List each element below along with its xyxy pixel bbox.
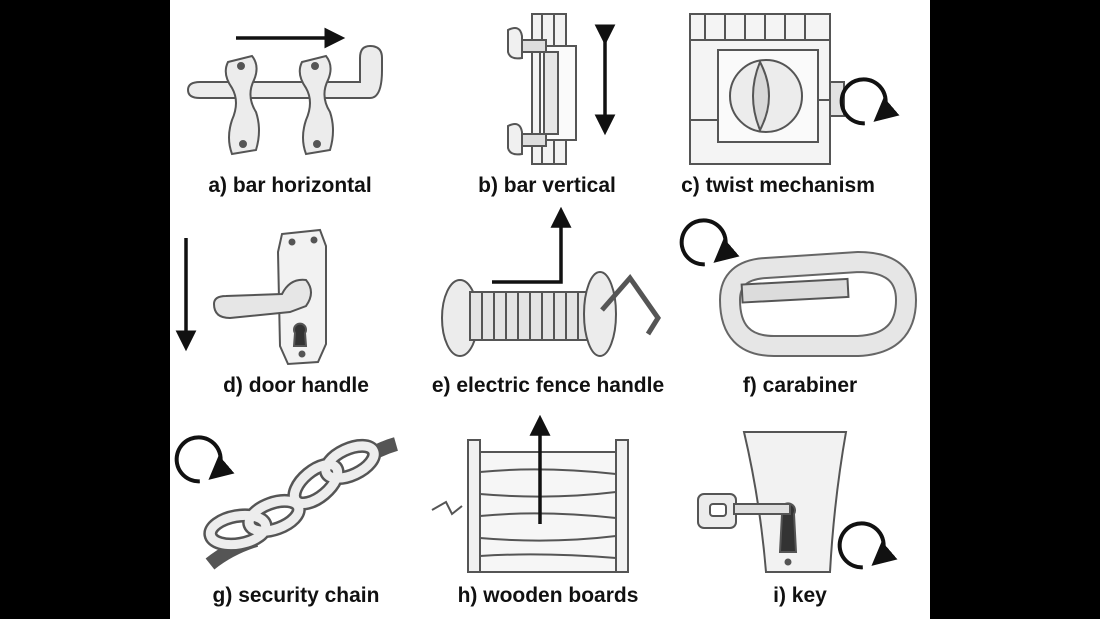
bar-vertical-latch-icon bbox=[507, 13, 577, 165]
illustration-panel: a) bar horizontal b) bar vertical c) twi… bbox=[170, 0, 930, 619]
caption-electric-fence-handle: e) electric fence handle bbox=[431, 374, 665, 397]
carabiner-icon bbox=[718, 250, 918, 357]
rotate-clockwise-icon bbox=[839, 77, 900, 126]
bar-horizontal-latch-icon bbox=[186, 44, 383, 156]
arrow-up-corner-icon bbox=[492, 206, 572, 284]
caption-key: i) key bbox=[773, 584, 827, 607]
door-handle-icon bbox=[212, 228, 327, 366]
caption-wooden-boards: h) wooden boards bbox=[457, 584, 639, 607]
wooden-boards-icon bbox=[431, 439, 629, 573]
mechanism-illustrations bbox=[174, 13, 918, 573]
rotate-clockwise-icon bbox=[679, 218, 740, 267]
fence-handle-icon bbox=[441, 271, 661, 357]
chain-icon-highlight bbox=[205, 441, 379, 550]
caption-bar-horizontal: a) bar horizontal bbox=[208, 174, 372, 197]
key-icon bbox=[697, 431, 848, 573]
caption-door-handle: d) door handle bbox=[223, 374, 369, 397]
caption-bar-vertical: b) bar vertical bbox=[478, 174, 616, 197]
rotate-clockwise-icon bbox=[837, 521, 898, 570]
caption-twist-mechanism: c) twist mechanism bbox=[681, 174, 875, 197]
caption-security-chain: g) security chain bbox=[212, 584, 380, 607]
caption-carabiner: f) carabiner bbox=[742, 374, 858, 397]
rotate-clockwise-icon bbox=[174, 435, 235, 484]
twist-knob-icon bbox=[689, 13, 845, 165]
